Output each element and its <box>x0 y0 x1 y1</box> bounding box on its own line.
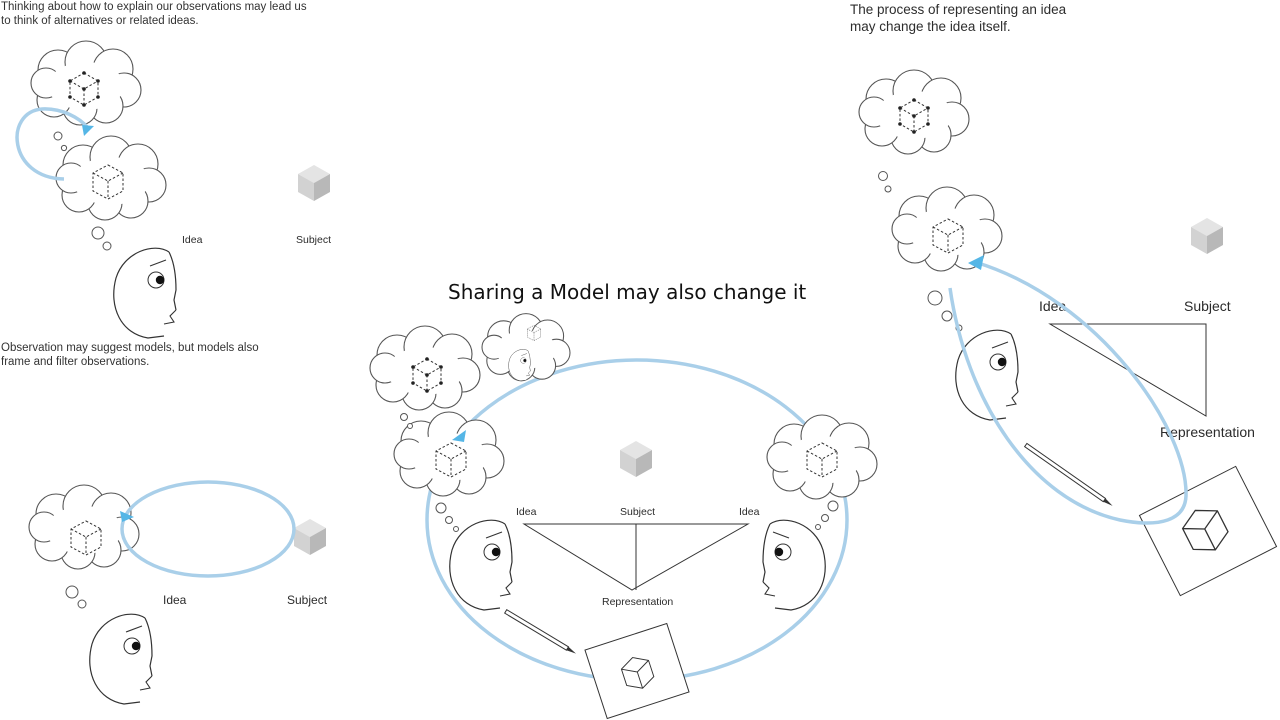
caption-line: to think of alternatives or related idea… <box>1 15 199 27</box>
subject-label: Subject <box>287 593 328 607</box>
caption-representing: The process of representing an idea may … <box>850 1 1066 35</box>
thought-cloud-icon <box>891 186 1003 272</box>
sharing-title: Sharing a Model may also change it <box>448 280 807 304</box>
subject-cube-icon <box>294 519 326 555</box>
panel-representation: Idea Subject Representation <box>858 69 1278 597</box>
face-icon <box>113 247 177 339</box>
thought-cloud-icon <box>30 40 142 126</box>
arrow-head-icon <box>452 430 466 442</box>
thought-cloud-icon <box>369 325 481 411</box>
caption-line: The process of representing an idea <box>850 2 1067 17</box>
face-icon <box>449 519 513 611</box>
thought-bubble-dots <box>53 131 112 251</box>
arrow-head-icon <box>82 125 94 136</box>
caption-line: Thinking about how to explain our observ… <box>1 1 307 13</box>
representation-loop <box>948 260 1188 525</box>
thought-cloud-icon <box>55 135 167 221</box>
arrow-head-icon <box>968 255 984 270</box>
paper-drawing-icon <box>1138 465 1278 597</box>
idea-label: Idea <box>1039 298 1066 314</box>
idea-label: Idea <box>182 234 203 246</box>
pencil-icon <box>1023 442 1113 506</box>
caption-line: Observation may suggest models, but mode… <box>1 342 259 354</box>
panel-sharing: Idea Subject Idea Representation <box>369 313 878 720</box>
arrow-head-icon <box>120 511 134 522</box>
caption-line: frame and filter observations. <box>1 356 150 368</box>
panel-frame-observations: Idea Subject <box>28 480 328 705</box>
thought-bubble-dots <box>878 171 963 332</box>
subject-cube-icon <box>620 441 652 477</box>
model-triangle <box>522 523 750 591</box>
feedback-loop-arrow <box>15 107 90 181</box>
thought-cloud-icon <box>766 414 878 500</box>
thought-cloud-icon <box>858 69 970 155</box>
observation-loop <box>120 480 296 578</box>
thought-bubble-dots <box>400 413 839 532</box>
paper-drawing-icon <box>584 622 690 720</box>
thought-bubble-dots <box>65 585 87 609</box>
representation-label: Representation <box>1160 424 1255 440</box>
subject-cube-icon <box>1191 218 1223 254</box>
caption-thinking: Thinking about how to explain our observ… <box>1 0 307 28</box>
subject-cube-icon <box>298 165 330 201</box>
panel-alternatives: Idea Subject <box>15 40 331 339</box>
subject-label: Subject <box>620 506 655 518</box>
caption-line: may change the idea itself. <box>850 19 1011 34</box>
caption-observation: Observation may suggest models, but mode… <box>1 341 259 369</box>
idea-label: Idea <box>516 506 537 518</box>
idea-label: Idea <box>739 506 760 518</box>
idea-label: Idea <box>163 593 187 607</box>
subject-label: Subject <box>296 234 331 246</box>
subject-label: Subject <box>1184 298 1231 314</box>
pencil-icon <box>503 608 577 654</box>
representation-label: Representation <box>602 596 673 608</box>
face-icon <box>89 613 153 705</box>
face-icon <box>763 520 825 610</box>
